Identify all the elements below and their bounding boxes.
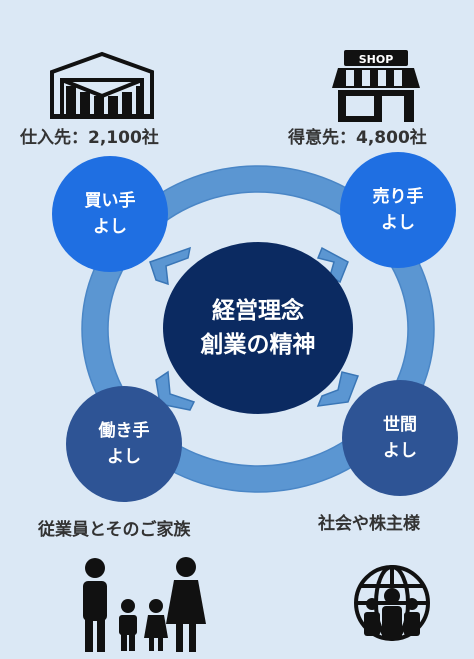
center-line1: 経営理念 (212, 298, 304, 324)
node-worker-line2: よし (107, 447, 141, 467)
node-buyer-line2: よし (93, 217, 127, 237)
society-label: 社会や株主様 (318, 514, 420, 534)
center-line2: 創業の精神 (200, 332, 316, 358)
center-philosophy: 経営理念 創業の精神 (163, 242, 353, 414)
cycle-arrow-icon (149, 246, 191, 286)
node-worker-line1: 働き手 (98, 421, 150, 441)
node-buyer-line1: 買い手 (84, 191, 136, 211)
node-seller-line2: よし (381, 213, 415, 233)
supplier-label: 仕入先：2,100社 (20, 128, 159, 148)
shop-sign: SHOP (359, 53, 394, 66)
node-seller: 売り手 よし (340, 152, 456, 268)
cycle-arrow-icon (316, 371, 360, 407)
node-society-line1: 世間 (383, 415, 417, 435)
family-label: 従業員とそのご家族 (38, 520, 191, 540)
node-buyer: 買い手 よし (52, 156, 168, 272)
customer-label: 得意先：4,800社 (288, 128, 427, 148)
node-society-line2: よし (383, 441, 417, 461)
cycle-arrow-icon (155, 370, 196, 411)
node-seller-line1: 売り手 (372, 187, 424, 207)
node-society: 世間 よし (342, 380, 458, 496)
node-worker: 働き手 よし (66, 386, 182, 502)
